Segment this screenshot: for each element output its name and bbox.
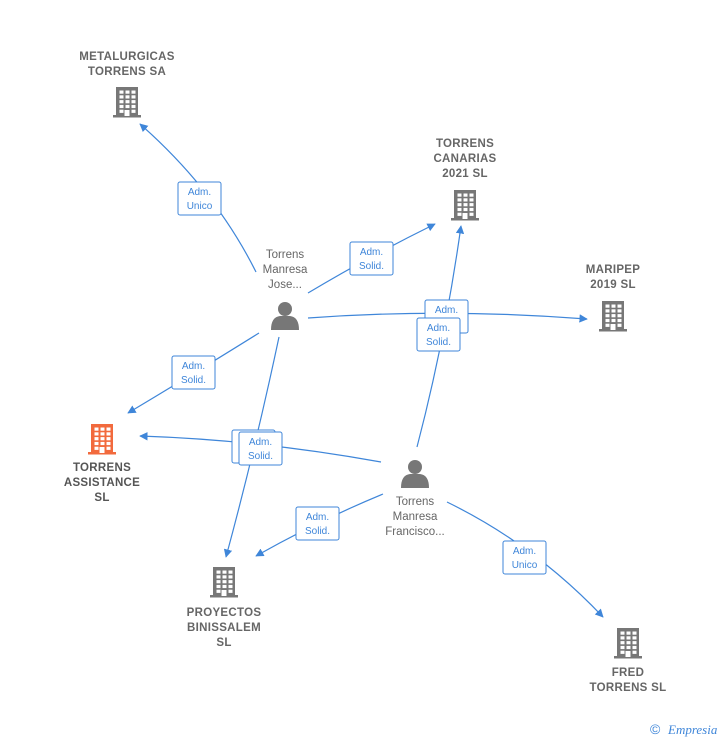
node-label-proyectos: PROYECTOS: [187, 607, 262, 619]
node-label-proyectos: BINISSALEM: [187, 622, 261, 634]
edge-label-box: [416, 317, 461, 352]
node-label-fred: TORRENS SL: [590, 682, 667, 694]
footer-brand[interactable]: © Empresia: [650, 721, 718, 737]
node-label-metalurgicas: TORRENS SA: [88, 66, 166, 78]
node-label-metalurgicas: METALURGICAS: [79, 51, 174, 63]
edge-label-francisco-canarias[interactable]: Adm. Solid.: [416, 317, 461, 352]
person-icon: [401, 460, 429, 488]
node-jose[interactable]: TorrensManresaJose...: [263, 249, 308, 330]
edge-label-francisco-fred[interactable]: Adm. Unico: [502, 540, 547, 575]
company-building-icon: [614, 628, 642, 659]
edge-label-box: [238, 431, 283, 466]
edge-label-text: Solid.: [359, 261, 384, 272]
node-label-francisco: Manresa: [393, 511, 438, 523]
edge-label-text: Adm.: [435, 305, 458, 316]
edge-label-francisco-assistance[interactable]: Adm. Solid.: [238, 431, 283, 466]
node-label-jose: Manresa: [263, 264, 308, 276]
node-francisco[interactable]: TorrensManresaFrancisco...: [385, 460, 445, 538]
edge-label-box: [295, 506, 340, 541]
edge-label-box: [171, 355, 216, 390]
node-label-assistance: TORRENS: [73, 462, 131, 474]
edge-label-text: Adm.: [249, 437, 272, 448]
node-maripep[interactable]: MARIPEP 2019 SL: [586, 264, 641, 332]
edge-label-text: Solid.: [305, 526, 330, 537]
brand-logo-text: Empresia: [667, 722, 718, 737]
company-building-icon: [599, 301, 627, 332]
node-assistance[interactable]: TORRENS ASSISTANCE SL: [64, 424, 140, 504]
edge-label-box: [177, 181, 222, 216]
main-company-building-icon: [88, 424, 116, 455]
nodes-layer: METALURGICAS TORRENS SA TORRENS CANARIAS 202…: [64, 51, 667, 694]
node-canarias[interactable]: TORRENS CANARIAS 2021 SL: [433, 138, 496, 221]
person-icon: [271, 302, 299, 330]
node-label-assistance: ASSISTANCE: [64, 477, 140, 489]
edge-label-box: [349, 241, 394, 276]
node-metalurgicas[interactable]: METALURGICAS TORRENS SA: [79, 51, 174, 118]
edge-label-jose-metalurgicas[interactable]: Adm. Unico: [177, 181, 222, 216]
company-building-icon: [113, 87, 141, 118]
node-label-francisco: Torrens: [396, 496, 435, 508]
edge-label-text: Adm.: [513, 546, 536, 557]
edge-label-box: [502, 540, 547, 575]
node-label-maripep: 2019 SL: [590, 279, 636, 291]
edge-label-text: Adm.: [306, 512, 329, 523]
node-label-assistance: SL: [94, 492, 109, 504]
edge-label-text: Adm.: [188, 187, 211, 198]
node-label-canarias: TORRENS: [436, 138, 494, 150]
edge-label-text: Solid.: [181, 375, 206, 386]
node-label-proyectos: SL: [216, 637, 231, 649]
node-proyectos[interactable]: PROYECTOS BINISSALEM SL: [187, 567, 262, 649]
node-label-maripep: MARIPEP: [586, 264, 641, 276]
edge-label-text: Adm.: [182, 361, 205, 372]
edge-label-text: Adm.: [427, 323, 450, 334]
edge-label-text: Solid.: [248, 451, 273, 462]
node-label-jose: Jose...: [268, 279, 302, 291]
copyright-icon: ©: [650, 721, 661, 737]
edge-label-jose-canarias[interactable]: Adm. Solid.: [349, 241, 394, 276]
edge-label-text: Unico: [512, 560, 538, 571]
edge-labels-layer: Adm.UnicoAdm.Solid.Adm.Solid.Adm.Solid.A…: [171, 181, 547, 575]
node-label-fred: FRED: [612, 667, 645, 679]
company-building-icon: [451, 190, 479, 221]
node-label-jose: Torrens: [266, 249, 305, 261]
node-label-canarias: CANARIAS: [433, 153, 496, 165]
node-label-francisco: Francisco...: [385, 526, 444, 538]
edge-label-text: Unico: [187, 201, 213, 212]
edge-label-text: Solid.: [426, 337, 451, 348]
edge-label-text: Adm.: [360, 247, 383, 258]
company-building-icon: [210, 567, 238, 598]
edge-label-francisco-proyectos[interactable]: Adm. Solid.: [295, 506, 340, 541]
node-label-canarias: 2021 SL: [442, 168, 488, 180]
edge-label-jose-assistance[interactable]: Adm. Solid.: [171, 355, 216, 390]
node-fred[interactable]: FRED TORRENS SL: [590, 628, 667, 694]
